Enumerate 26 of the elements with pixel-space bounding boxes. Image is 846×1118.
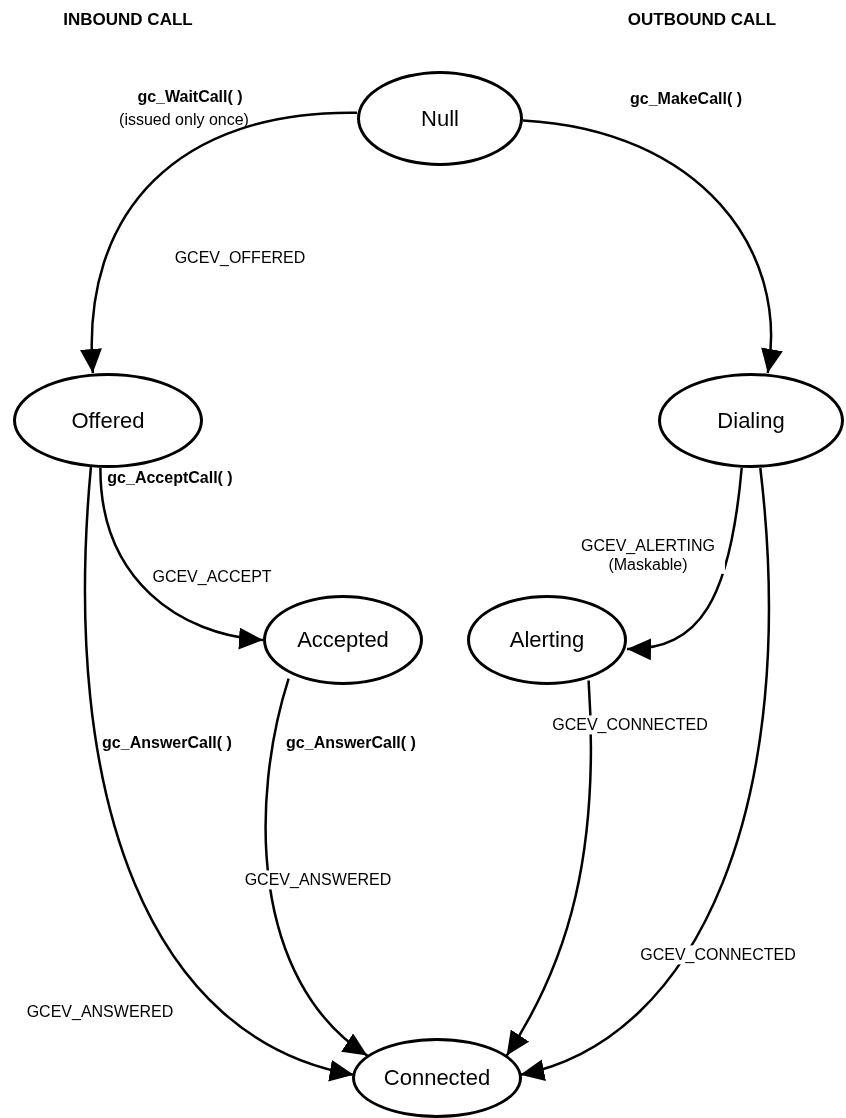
transition-arrow [81,111,358,374]
function-call-label: gc_AnswerCall( ) [286,734,416,752]
state-name: Connected [383,1065,491,1091]
function-call-label: gc_AcceptCall( ) [107,469,233,487]
column-heading: OUTBOUND CALL [627,10,777,30]
event-label: GCEV_OFFERED [172,248,308,268]
function-call-label: gc_WaitCall( ) [137,88,243,106]
transition-arrow [522,119,782,374]
state-name: Alerting [509,627,585,653]
event-label: GCEV_CONNECTED [550,715,710,735]
state-name: Accepted [297,627,389,653]
event-label: GCEV_ANSWERED [242,870,394,890]
transition-arrow [505,680,593,1057]
transition-arrow [99,467,264,649]
transition-arrow [626,467,743,659]
state-name: Offered [71,407,145,434]
transition-arrow [264,678,369,1057]
function-call-label: gc_AnswerCall( ) [102,734,232,752]
state-name: Dialing [717,407,785,434]
event-label: GCEV_ANSWERED [24,1002,176,1022]
event-label: GCEV_ACCEPT [150,567,274,587]
state-name: Null [421,105,459,132]
note-text: (issued only once) [119,111,249,129]
event-label: GCEV_CONNECTED [638,945,798,965]
function-call-label: gc_MakeCall( ) [630,90,742,108]
column-heading: INBOUND CALL [63,10,193,30]
